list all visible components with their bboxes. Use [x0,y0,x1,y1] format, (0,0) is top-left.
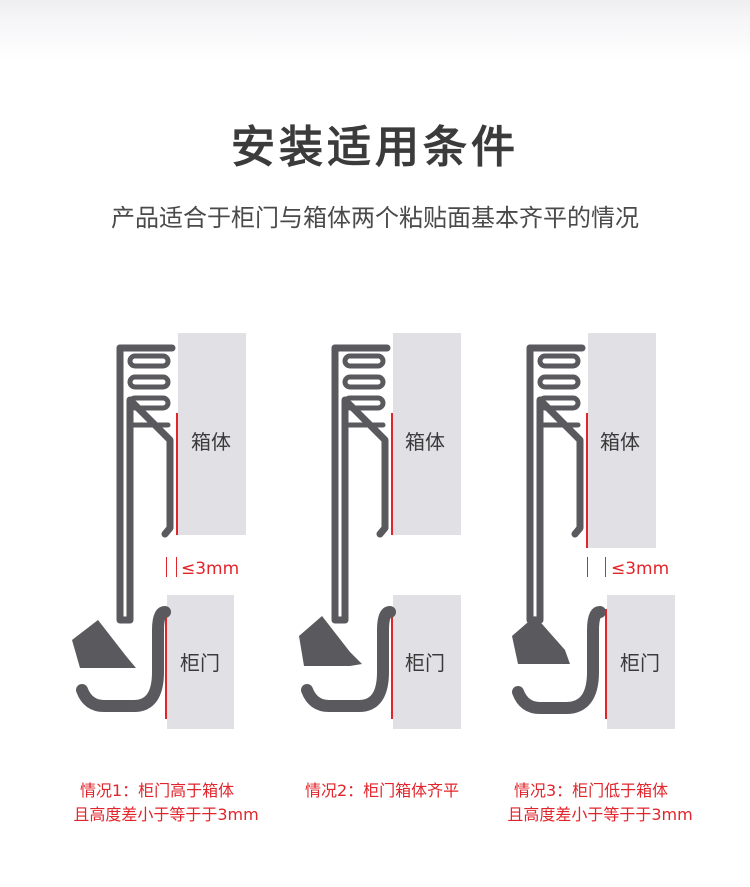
case-1-measure-line-left [166,557,167,577]
case-3-cabinet-door [607,595,675,729]
case-3-cabinet-box [588,333,656,548]
case-2-caption-line1: 情况2：柜门箱体齐平 [305,781,460,800]
case-2-cabinet-box [393,333,461,535]
case-1-caption-line1: 情况1：柜门高于箱体 [80,781,235,800]
case-1-measure-line-right [176,557,177,577]
case-3-cabinet-door-label: 柜门 [620,651,660,675]
case-2-cabinet-box-label: 箱体 [405,430,445,454]
case-3-measure-line-right [605,557,606,577]
case-1-cabinet-door-label: 柜门 [180,651,220,675]
case-3-gap-label: ≤3mm [611,559,670,579]
case-1-cabinet-box [178,333,246,535]
case-3-measure-line-left [587,557,588,577]
case-3-caption-line1: 情况3：柜门低于箱体 [514,781,669,800]
case-3-cabinet-box-label: 箱体 [600,430,640,454]
case-1-cabinet-box-label: 箱体 [191,430,231,454]
case-1-cabinet-door [167,595,234,729]
case-2-door-surface-line [391,609,393,719]
case-2-cabinet-door [393,595,461,729]
case-3-box-surface-line [586,413,588,548]
case-2-cabinet-door-label: 柜门 [405,651,445,675]
case-3-caption-line2: 且高度差小于等于于3mm [507,805,693,824]
case-1-gap-label: ≤3mm [181,559,240,579]
page-subtitle: 产品适合于柜门与箱体两个粘贴面基本齐平的情况 [111,204,639,232]
case-1-door-surface-line [165,609,167,719]
case-1-caption-line2: 且高度差小于等于于3mm [73,805,259,824]
case-1-box-surface-line [176,413,178,535]
page-title: 安装适用条件 [231,122,519,173]
case-2-box-surface-line [391,413,393,535]
case-3-door-surface-line [605,609,607,719]
